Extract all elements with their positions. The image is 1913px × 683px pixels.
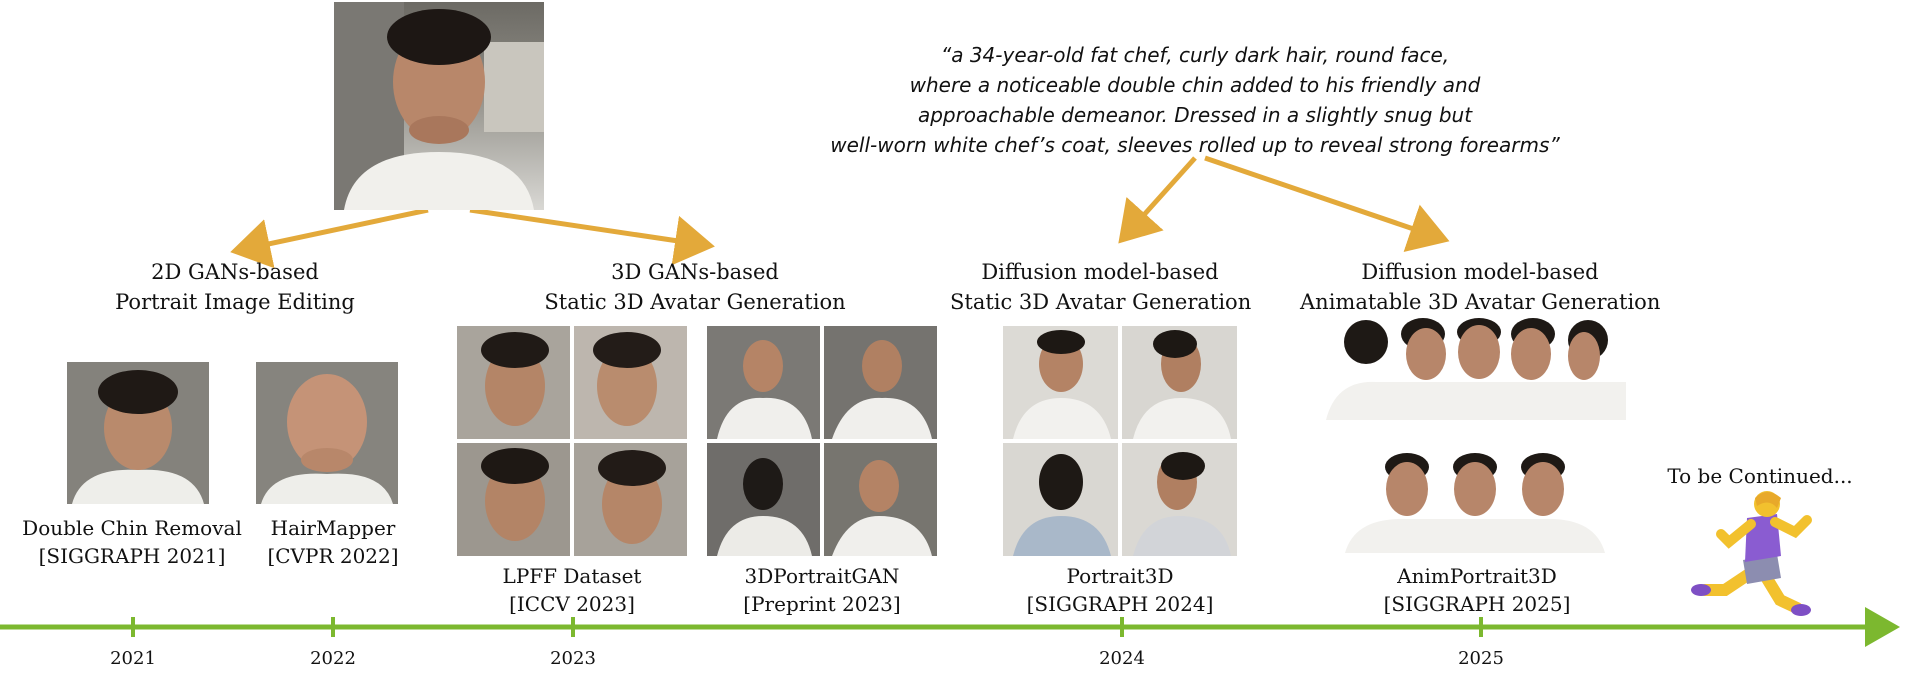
prompt-line-1: “a 34-year-old fat chef, curly dark hair… — [940, 43, 1450, 67]
arrow-to-diff-anim — [1204, 155, 1450, 252]
double-chin-removal-image — [67, 362, 209, 504]
method-double-chin-removal: Double Chin Removal [SIGGRAPH 2021] — [22, 516, 242, 568]
prompt-line-2: where a noticeable double chin added to … — [909, 73, 1481, 97]
input-portrait — [334, 2, 544, 210]
category-3d-gan: 3D GANs-based Static 3D Avatar Generatio… — [544, 260, 846, 314]
year-2021: 2021 — [110, 648, 156, 669]
prompt-line-3: approachable demeanor. Dressed in a slig… — [917, 103, 1473, 127]
category-diffusion-static: Diffusion model-based Static 3D Avatar G… — [950, 260, 1252, 314]
year-2025: 2025 — [1458, 648, 1504, 669]
category-diffusion-animatable: Diffusion model-based Animatable 3D Avat… — [1300, 260, 1661, 314]
method-lpff-dataset: LPFF Dataset [ICCV 2023] — [502, 564, 642, 616]
arrow-to-3dgan — [469, 207, 715, 266]
portrait3d-image-grid — [1003, 326, 1237, 556]
method-portrait3d: Portrait3D [SIGGRAPH 2024] — [1026, 564, 1214, 616]
to-be-continued-text: To be Continued... — [1667, 464, 1853, 488]
category-2d-gan: 2D GANs-based Portrait Image Editing — [115, 260, 355, 314]
year-2022: 2022 — [310, 648, 356, 669]
animportrait3d-turnaround-strip — [1326, 310, 1626, 420]
method-animportrait3d: AnimPortrait3D [SIGGRAPH 2025] — [1383, 564, 1571, 616]
method-3dportraitgan: 3DPortraitGAN [Preprint 2023] — [743, 564, 901, 616]
lpff-image-grid — [457, 326, 687, 556]
3dportraitgan-image-grid — [707, 326, 937, 556]
hairmapper-image — [256, 362, 398, 504]
year-2023: 2023 — [550, 648, 596, 669]
animportrait3d-expression-strip — [1345, 445, 1605, 553]
prompt-line-4: well-worn white chef’s coat, sleeves rol… — [830, 133, 1560, 157]
text-prompt: “a 34-year-old fat chef, curly dark hair… — [760, 40, 1630, 160]
year-2024: 2024 — [1099, 648, 1145, 669]
running-woman-icon — [1685, 490, 1825, 625]
arrow-to-2d — [230, 207, 429, 269]
arrow-to-diff-static — [1118, 156, 1197, 244]
method-hairmapper: HairMapper [CVPR 2022] — [267, 516, 399, 568]
